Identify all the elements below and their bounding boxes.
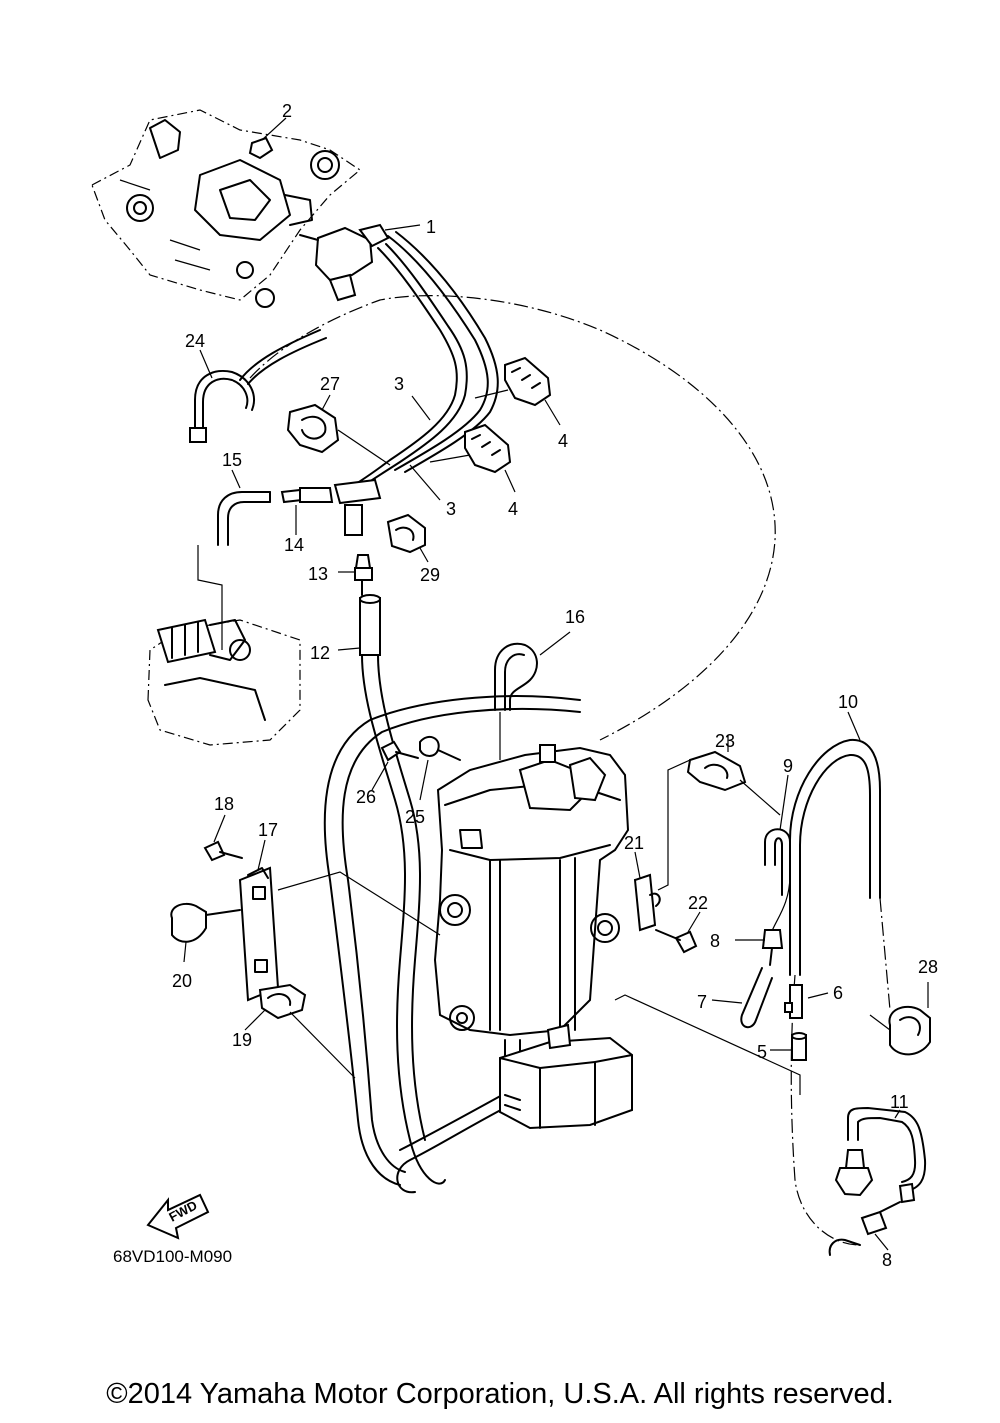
part-24-hose (189, 349, 255, 443)
callout-16: 16 (565, 607, 585, 627)
part-1-valve (299, 223, 421, 302)
part-25-clip (419, 735, 461, 801)
part-2-nut (248, 117, 287, 160)
callout-24: 24 (185, 331, 205, 351)
engine-block-top (91, 109, 362, 308)
callout-4: 4 (558, 431, 568, 451)
callout-1: 1 (426, 217, 436, 237)
part-10-hose (789, 711, 891, 1246)
part-14-fitting (280, 487, 334, 535)
callout-23: 23 (715, 731, 735, 751)
fwd-arrow: FWD (146, 1193, 210, 1240)
callout-20: 20 (172, 971, 192, 991)
part-22-bolt (655, 911, 701, 954)
canister-leader (614, 994, 801, 1095)
part-21-bracket (633, 759, 691, 932)
callout-21: 21 (624, 833, 644, 853)
part-11-hose (828, 1106, 927, 1256)
callout-5: 5 (757, 1042, 767, 1062)
copyright-notice: ©2014 Yamaha Motor Corporation, U.S.A. A… (106, 1378, 894, 1410)
callout-18: 18 (214, 794, 234, 814)
callout-15: 15 (222, 450, 242, 470)
part-9-hose (764, 774, 791, 941)
part-17-bracket (238, 839, 280, 1002)
part-6-tee (784, 984, 829, 1019)
part-4-clips (429, 356, 561, 493)
callout-13: 13 (308, 564, 328, 584)
part-5-cap (770, 1032, 807, 1061)
callout-8: 8 (710, 931, 720, 951)
vent-hose-upper (239, 329, 321, 381)
part-29-clip (386, 513, 429, 563)
callout-10: 10 (838, 692, 858, 712)
part-28-clamp (869, 982, 931, 1056)
callout-22: 22 (688, 893, 708, 913)
diagram-code: 68VD100-M090 (113, 1247, 232, 1266)
callout-labels: 1 2 3 3 4 4 5 6 7 8 8 9 10 11 12 13 14 1… (172, 101, 938, 1270)
callout-9: 9 (783, 756, 793, 776)
callout-25: 25 (405, 807, 425, 827)
part-27-clamp (286, 394, 391, 466)
canister (499, 1023, 633, 1130)
part-13-check-valve (338, 554, 373, 596)
part-19-clip (244, 983, 307, 1031)
callout-12: 12 (310, 643, 330, 663)
vapor-separator (433, 744, 630, 1061)
part-18-bolt (203, 814, 243, 862)
callout-3: 3 (394, 374, 404, 394)
part-20-clamp (170, 902, 241, 963)
bracket-leaders (277, 871, 441, 1079)
engine-block-lower-left (147, 545, 301, 746)
callout-3: 3 (446, 499, 456, 519)
callout-11: 11 (890, 1092, 909, 1112)
callout-7: 7 (697, 992, 707, 1012)
part-15-elbow (217, 469, 271, 546)
callout-27: 27 (320, 374, 340, 394)
part-23-clip (686, 735, 781, 816)
callout-17: 17 (258, 820, 278, 840)
part-3-hoses (333, 231, 499, 536)
callout-14: 14 (284, 535, 304, 555)
callout-4: 4 (508, 499, 518, 519)
part-26-bolt (371, 740, 419, 791)
callout-29: 29 (420, 565, 440, 585)
callout-28: 28 (918, 957, 938, 977)
part-8-connectors (735, 929, 901, 1251)
part-12-hose (337, 594, 446, 1185)
dashed-route-upper (249, 295, 776, 741)
callout-8: 8 (882, 1250, 892, 1270)
callout-2: 2 (282, 101, 292, 121)
part-16-hose (494, 631, 571, 760)
callout-6: 6 (833, 983, 843, 1003)
callout-26: 26 (356, 787, 376, 807)
callout-19: 19 (232, 1030, 252, 1050)
main-fuel-hoses (323, 695, 581, 1194)
part-7-hose (711, 967, 773, 1029)
